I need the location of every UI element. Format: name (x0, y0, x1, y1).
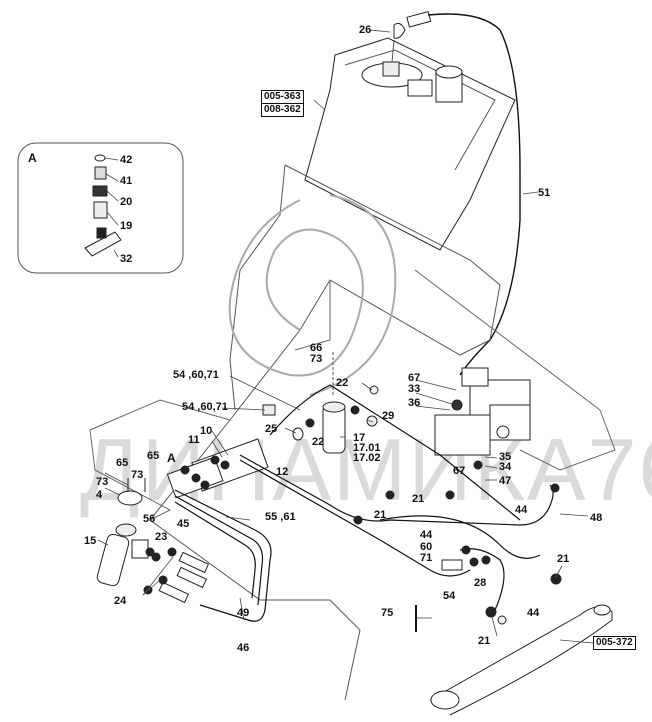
control-valve-bank (166, 438, 269, 499)
reference-box-005-372[interactable]: 005-372 (593, 636, 636, 650)
callout-54-60-71: 54 ,60,71 (182, 401, 228, 413)
callout-26: 26 (359, 24, 372, 36)
callout-21: 21 (557, 553, 570, 565)
callout-22: 22 (312, 436, 325, 448)
callout-48: 48 (590, 512, 603, 524)
callout-49: 49 (237, 607, 250, 619)
callout-44: 44 (515, 504, 528, 516)
callout-35: 35 (499, 451, 512, 463)
reference-box-005-363[interactable]: 005-363 (261, 90, 304, 104)
callout-75: 75 (381, 607, 394, 619)
cylinder (429, 606, 613, 716)
callout-24: 24 (114, 595, 127, 607)
watermark-logo (228, 199, 364, 377)
callout-17-02: 17.02 (353, 452, 381, 464)
callout-21: 21 (478, 635, 491, 647)
callout-19: 19 (120, 220, 133, 232)
callout-73: 73 (310, 353, 323, 365)
callout-51: 51 (538, 187, 551, 199)
callout-22: 22 (336, 377, 349, 389)
callout-32: 32 (120, 253, 133, 265)
callout-65: 65 (116, 457, 129, 469)
callout-71: 71 (420, 552, 433, 564)
callout-21: 21 (412, 493, 425, 505)
hydraulic-tank (304, 37, 516, 251)
callout-29: 29 (382, 410, 395, 422)
callout-67: 67 (453, 465, 466, 477)
callout-4: 4 (96, 489, 103, 501)
callout-42: 42 (120, 154, 133, 166)
callout-41: 41 (120, 175, 133, 187)
callout-66: 66 (310, 342, 323, 354)
callout-44: 44 (420, 529, 433, 541)
callout-47: 47 (499, 475, 512, 487)
callout-21: 21 (374, 509, 387, 521)
callout-65: 65 (147, 450, 160, 462)
hose-51 (427, 13, 521, 376)
callout-33: 33 (408, 383, 421, 395)
callout-10: 10 (200, 425, 213, 437)
callout-17-01: 17.01 (353, 442, 381, 454)
callout-73: 73 (131, 469, 144, 481)
callout-36: 36 (408, 397, 421, 409)
callout-34: 34 (499, 461, 512, 473)
callout-11: 11 (188, 434, 200, 446)
callout-12: 12 (276, 466, 289, 478)
part-20-nut (92, 185, 108, 197)
inset-frame (17, 142, 184, 274)
part-19-adapter (93, 201, 108, 219)
callout-20: 20 (120, 196, 133, 208)
callout-56: 56 (143, 513, 156, 525)
callout-67: 67 (408, 372, 421, 384)
callout-25: 25 (265, 423, 278, 435)
callout-23: 23 (155, 531, 168, 543)
callout-54: 54 (443, 590, 456, 602)
steering-unit-15 (96, 533, 130, 587)
line-45 (174, 489, 272, 622)
callout-15: 15 (84, 535, 97, 547)
watermark-text: ДИНАМИКА76 (80, 420, 652, 519)
part-41-fitting (94, 166, 107, 180)
part-42-seal (94, 154, 106, 162)
callout-view-a: A (167, 451, 176, 465)
callout-28: 28 (474, 577, 487, 589)
callout-55-61: 55 ,61 (265, 511, 296, 523)
inset-title: A (28, 151, 37, 165)
reference-box-008-362[interactable]: 008-362 (261, 103, 304, 117)
callout-73: 73 (96, 476, 109, 488)
callout-46: 46 (237, 642, 250, 654)
callout-44: 44 (527, 607, 540, 619)
callout-60: 60 (420, 541, 433, 553)
callout-45: 45 (177, 518, 190, 530)
callout-54-60-71: 54 ,60,71 (173, 369, 219, 381)
callout-17: 17 (353, 432, 366, 444)
